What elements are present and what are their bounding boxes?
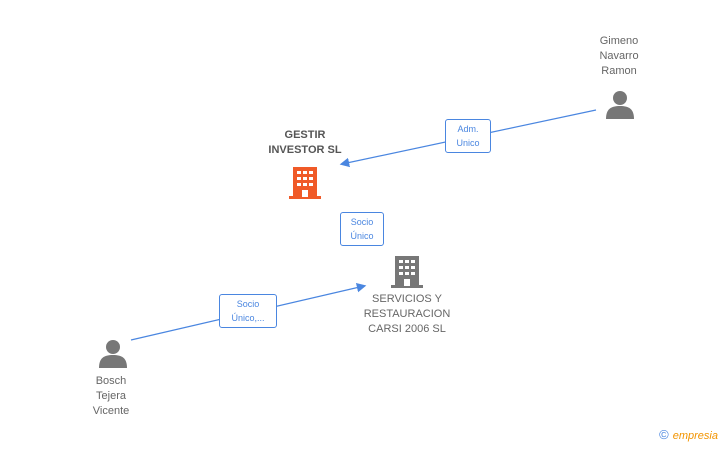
building-icon[interactable] [289, 165, 321, 199]
person-label-bosch[interactable]: Bosch Tejera Vicente [92, 375, 130, 417]
edge-label-socio-unico[interactable]: Socio Único [340, 212, 384, 246]
brand-watermark: ©empresia [659, 427, 718, 442]
building-icon[interactable] [391, 254, 423, 288]
person-label-gimeno[interactable]: Gimeno Navarro Ramon [599, 35, 639, 77]
company-label-servicios[interactable]: SERVICIOS Y RESTAURACION CARSI 2006 SL [363, 293, 451, 335]
person-icon[interactable] [98, 338, 128, 368]
edge-label-adm-unico[interactable]: Adm. Unico [445, 119, 491, 153]
edge-label-socio-unico-etc[interactable]: Socio Único,... [219, 294, 277, 328]
company-label-gestir[interactable]: GESTIR INVESTOR SL [268, 129, 342, 156]
brand-name: empresia [672, 430, 718, 442]
copyright-symbol: © [659, 427, 669, 442]
person-icon[interactable] [605, 89, 635, 119]
